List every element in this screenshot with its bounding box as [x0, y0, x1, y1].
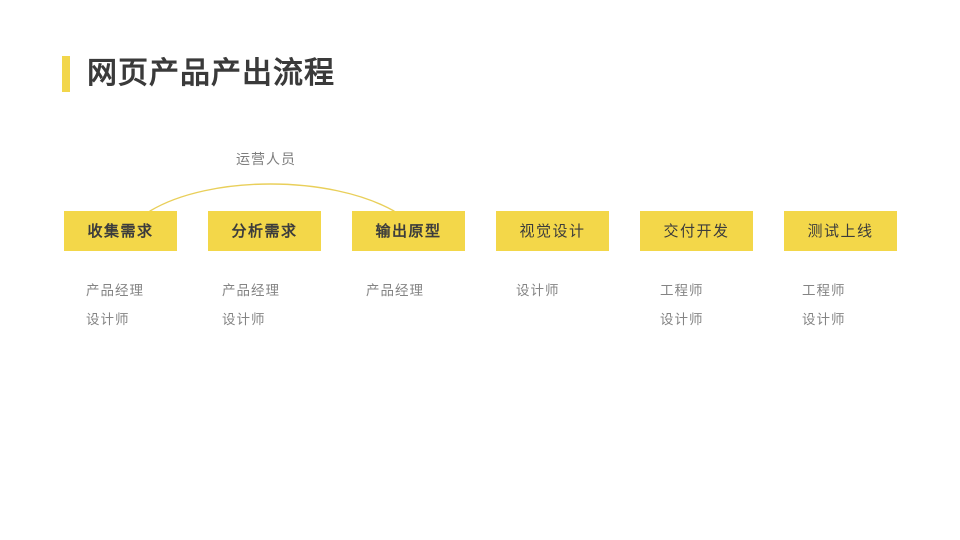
arc-connector-label: 运营人员 [236, 151, 296, 167]
stage-box-5-label: 交付开发 [663, 222, 730, 240]
stage-box-5[interactable]: 交付开发 [640, 211, 753, 251]
role-label: 设计师 [86, 312, 130, 327]
role-column-4: 设计师 [516, 276, 636, 305]
page-title-text: 网页产品产出流程 [87, 57, 335, 90]
stage-box-3-label: 输出原型 [375, 222, 442, 240]
arc-connector [149, 183, 395, 212]
role-column-1: 产品经理 设计师 [86, 276, 206, 334]
role-label: 工程师 [802, 283, 846, 298]
role-column-5: 工程师 设计师 [660, 276, 780, 334]
role-label: 产品经理 [222, 283, 280, 298]
role-label: 设计师 [222, 312, 266, 327]
stage-box-2[interactable]: 分析需求 [208, 211, 321, 251]
stage-box-1-label: 收集需求 [87, 222, 154, 240]
role-column-3: 产品经理 [366, 276, 486, 305]
role-column-2: 产品经理 设计师 [222, 276, 342, 334]
role-label: 产品经理 [366, 283, 424, 298]
role-label: 工程师 [660, 283, 704, 298]
stage-box-4[interactable]: 视觉设计 [496, 211, 609, 251]
stage-box-4-label: 视觉设计 [519, 222, 586, 240]
role-label: 产品经理 [86, 283, 144, 298]
role-label: 设计师 [802, 312, 846, 327]
role-label: 设计师 [660, 312, 704, 327]
role-label: 设计师 [516, 283, 560, 298]
stage-box-6-label: 测试上线 [807, 222, 874, 240]
stage-box-3[interactable]: 输出原型 [352, 211, 465, 251]
stage-box-2-label: 分析需求 [231, 222, 298, 240]
title-accent-bar [62, 56, 70, 92]
stage-box-1[interactable]: 收集需求 [64, 211, 177, 251]
page-title: 网页产品产出流程 [62, 50, 335, 98]
role-column-6: 工程师 设计师 [802, 276, 922, 334]
stage-box-6[interactable]: 测试上线 [784, 211, 897, 251]
